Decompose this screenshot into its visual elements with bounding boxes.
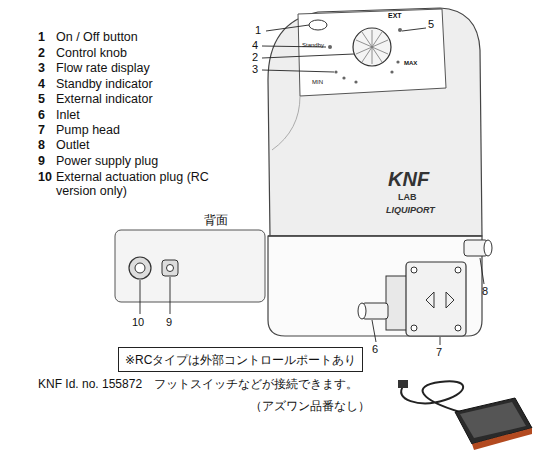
legend-number: 10 — [38, 170, 52, 184]
part-name: Flow rate display — [56, 61, 150, 75]
control-knob — [353, 28, 391, 66]
legend-number: 6 — [38, 108, 45, 122]
pump-block — [386, 276, 408, 330]
lower-housing — [268, 236, 482, 336]
legend-number: 8 — [38, 138, 45, 152]
part-name: Control knob — [56, 46, 127, 60]
callout-number: 2 — [252, 51, 258, 64]
back-view-inset — [115, 230, 265, 302]
callout-number: 7 — [436, 346, 442, 359]
note-box: ※RCタイプは外部コントロールポートあり — [118, 347, 363, 372]
legend-number: 7 — [38, 123, 45, 137]
legend-number: 2 — [38, 46, 45, 60]
legend-number: 5 — [38, 92, 45, 106]
leader-lines — [140, 25, 484, 345]
callout-number: 9 — [166, 316, 172, 329]
upper-housing — [268, 8, 482, 236]
callout-number: 8 — [482, 285, 488, 298]
device-marking: EXT — [388, 12, 402, 20]
note-text: （アズワン品番なし） — [250, 400, 370, 414]
legend-number: 4 — [38, 77, 45, 91]
note-text: ※RCタイプは外部コントロールポートあり — [125, 353, 356, 367]
legend-number: 3 — [38, 61, 45, 75]
part-name: On / Off button — [56, 30, 138, 44]
view-title: 背面 — [204, 214, 228, 228]
pump-head — [406, 262, 466, 336]
foot-switch — [398, 380, 532, 450]
part-name: Inlet — [56, 108, 80, 122]
part-name: External indicator — [56, 92, 153, 106]
device-marking: LAB — [398, 192, 417, 202]
callout-number: 3 — [252, 63, 258, 76]
legend-number: 9 — [38, 154, 45, 168]
power-plug — [162, 260, 178, 276]
part-name: Pump head — [56, 123, 120, 137]
callout-number: 6 — [372, 343, 378, 356]
legend-number: 1 — [38, 30, 45, 44]
callout-number: 1 — [255, 24, 261, 37]
note-text: KNF Id. no. 155872 フットスイッチなどが接続できます。 — [38, 378, 358, 392]
external-plug — [129, 257, 151, 279]
flow-dots — [328, 28, 402, 84]
device-marking: LIQUIPORT — [386, 205, 435, 215]
device-marking: MAX — [404, 60, 417, 67]
part-name: Power supply plug — [56, 154, 158, 168]
part-name: Standby indicator — [56, 77, 153, 91]
device-marking: MIN — [312, 79, 323, 86]
device-marking: Standby — [302, 42, 324, 49]
control-panel — [298, 9, 446, 96]
callout-number: 4 — [252, 39, 258, 52]
callout-number: 10 — [132, 316, 144, 329]
knob-ridges — [356, 30, 388, 64]
part-name: Outlet — [56, 138, 89, 152]
pump-screws — [411, 267, 461, 331]
device-marking: KNF — [388, 168, 429, 191]
part-name: External actuation plug (RC version only… — [56, 170, 246, 199]
callout-number: 5 — [428, 18, 434, 31]
on-off-button — [309, 20, 327, 30]
